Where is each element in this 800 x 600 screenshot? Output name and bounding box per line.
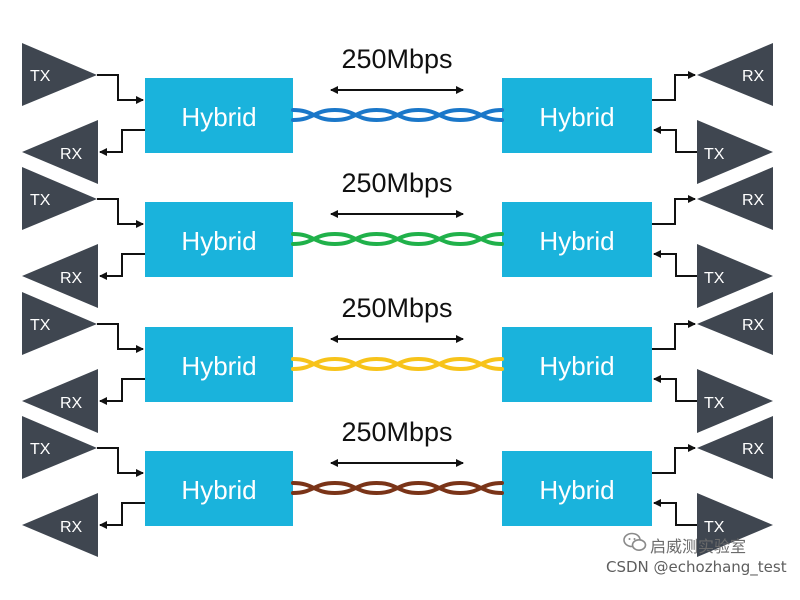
- left-rx-connector: [99, 378, 145, 405]
- left-rx-connector: [99, 253, 145, 280]
- left-rx-amplifier: [22, 369, 98, 433]
- right-tx-label: TX: [704, 519, 725, 536]
- right-rx-amplifier: [697, 292, 773, 355]
- left-hybrid-label: Hybrid: [181, 102, 256, 132]
- right-rx-amplifier: [697, 167, 773, 230]
- left-tx-amplifier: [22, 416, 97, 479]
- right-hybrid-box: [502, 202, 652, 277]
- left-tx-label: TX: [30, 68, 51, 85]
- left-tx-amplifier: [22, 167, 97, 230]
- left-hybrid-box: [145, 451, 293, 526]
- data-rate-label: 250Mbps: [341, 417, 452, 447]
- right-tx-connector: [653, 126, 697, 153]
- left-tx-label: TX: [30, 441, 51, 458]
- right-hybrid-label: Hybrid: [539, 102, 614, 132]
- watermark: 启威测实验室 CSDN @echozhang_test: [606, 532, 787, 577]
- twisted-pair-cable: [291, 356, 504, 372]
- left-hybrid-label: Hybrid: [181, 475, 256, 505]
- right-tx-label: TX: [704, 395, 725, 412]
- left-tx-connector: [97, 447, 144, 477]
- right-tx-amplifier: [697, 244, 773, 308]
- channel-row: TX RX RX TX Hybrid Hybrid 250Mbps: [22, 43, 773, 184]
- right-tx-label: TX: [704, 270, 725, 287]
- left-hybrid-label: Hybrid: [181, 351, 256, 381]
- right-tx-amplifier: [697, 120, 773, 184]
- left-rx-amplifier: [22, 493, 98, 557]
- right-rx-connector: [652, 320, 696, 350]
- left-tx-connector: [97, 74, 144, 104]
- data-rate-label: 250Mbps: [341, 168, 452, 198]
- channel-row: TX RX RX TX Hybrid Hybrid 250Mbps: [22, 292, 773, 433]
- right-tx-label: TX: [704, 146, 725, 163]
- left-tx-connector: [97, 198, 144, 228]
- right-rx-amplifier: [697, 416, 773, 479]
- data-rate-label: 250Mbps: [341, 44, 452, 74]
- twisted-pair-cable: [291, 231, 504, 247]
- left-tx-amplifier: [22, 43, 97, 106]
- right-tx-amplifier: [697, 493, 773, 557]
- channel-row: TX RX RX TX Hybrid Hybrid 250Mbps: [22, 416, 773, 557]
- twisted-pair-cable: [291, 107, 504, 123]
- watermark-author: CSDN @echozhang_test: [606, 558, 787, 577]
- left-rx-amplifier: [22, 120, 98, 184]
- right-rx-connector: [652, 444, 696, 474]
- left-rx-label: RX: [60, 146, 83, 163]
- left-tx-label: TX: [30, 192, 51, 209]
- right-rx-label: RX: [742, 192, 765, 209]
- left-rx-amplifier: [22, 244, 98, 308]
- left-tx-connector: [97, 323, 144, 353]
- left-hybrid-box: [145, 78, 293, 153]
- right-tx-connector: [653, 499, 697, 526]
- channel-row: TX RX RX TX Hybrid Hybrid 250Mbps: [22, 167, 773, 308]
- right-rx-connector: [652, 195, 696, 225]
- right-hybrid-label: Hybrid: [539, 351, 614, 381]
- left-rx-label: RX: [60, 395, 83, 412]
- left-rx-label: RX: [60, 270, 83, 287]
- right-rx-connector: [652, 71, 696, 101]
- data-rate-label: 250Mbps: [341, 293, 452, 323]
- right-tx-connector: [653, 375, 697, 402]
- right-hybrid-label: Hybrid: [539, 226, 614, 256]
- left-rx-connector: [99, 502, 145, 529]
- right-rx-label: RX: [742, 68, 765, 85]
- left-hybrid-box: [145, 202, 293, 277]
- left-hybrid-box: [145, 327, 293, 402]
- right-tx-connector: [653, 250, 697, 277]
- right-rx-amplifier: [697, 43, 773, 106]
- right-rx-label: RX: [742, 317, 765, 334]
- watermark-brand: 启威测实验室: [650, 537, 746, 556]
- right-hybrid-label: Hybrid: [539, 475, 614, 505]
- right-tx-amplifier: [697, 369, 773, 433]
- left-rx-connector: [99, 129, 145, 156]
- right-hybrid-box: [502, 327, 652, 402]
- right-hybrid-box: [502, 451, 652, 526]
- left-hybrid-label: Hybrid: [181, 226, 256, 256]
- twisted-pair-cable: [291, 480, 504, 496]
- left-tx-label: TX: [30, 317, 51, 334]
- right-hybrid-box: [502, 78, 652, 153]
- left-tx-amplifier: [22, 292, 97, 355]
- wechat-icon: [623, 532, 647, 551]
- left-rx-label: RX: [60, 519, 83, 536]
- right-rx-label: RX: [742, 441, 765, 458]
